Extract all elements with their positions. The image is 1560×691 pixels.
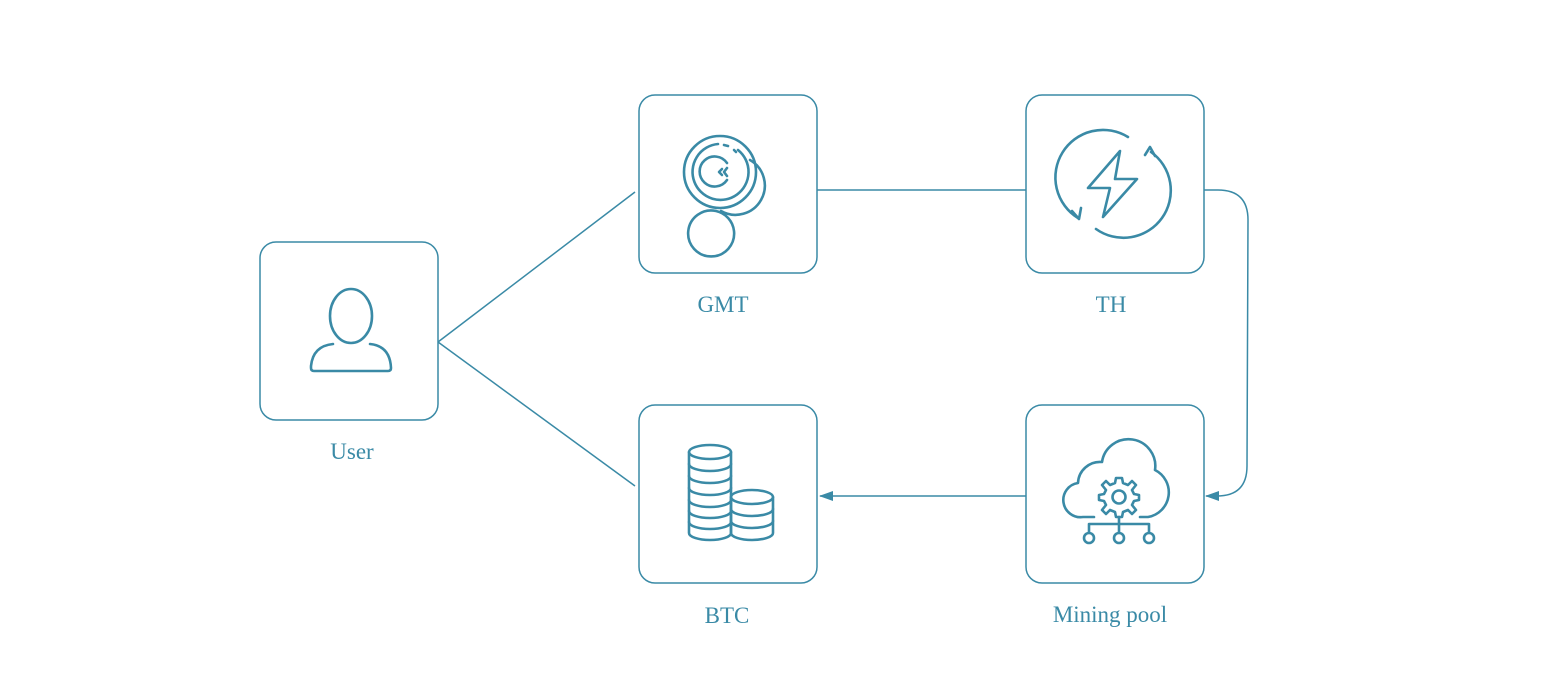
edge-user-btc bbox=[437, 341, 636, 487]
node-label-user: User bbox=[330, 439, 374, 464]
node-th[interactable]: TH bbox=[1025, 94, 1205, 317]
node-gmt[interactable]: GMT bbox=[638, 94, 818, 317]
cloud-gear-network-icon bbox=[1062, 437, 1171, 545]
coins-g-icon bbox=[682, 134, 767, 258]
node-mining-pool[interactable]: Mining pool bbox=[1025, 404, 1205, 627]
lightning-refresh-icon bbox=[1054, 128, 1173, 240]
node-label-btc: BTC bbox=[705, 603, 750, 628]
user-icon bbox=[309, 287, 393, 373]
node-btc[interactable]: BTC bbox=[638, 404, 818, 628]
edge-user-gmt bbox=[437, 191, 636, 343]
node-label-gmt: GMT bbox=[697, 292, 748, 317]
edge-th-pool bbox=[1204, 189, 1249, 501]
node-user[interactable]: User bbox=[259, 241, 439, 464]
node-label-th: TH bbox=[1096, 292, 1127, 317]
coin-stack-icon bbox=[687, 443, 775, 542]
node-label-mining-pool: Mining pool bbox=[1053, 602, 1167, 627]
